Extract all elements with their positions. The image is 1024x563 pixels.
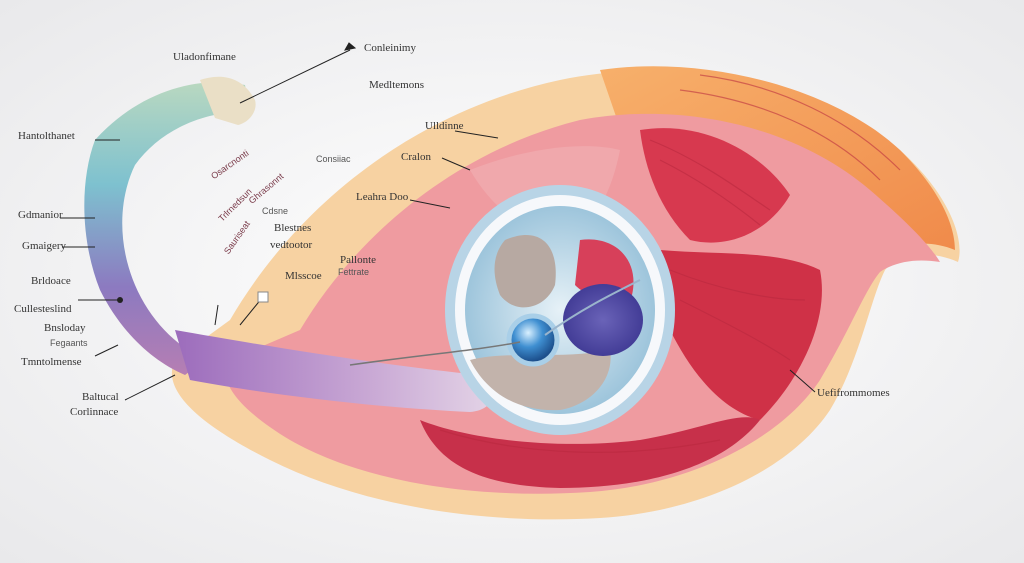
label-small-2: Cdsne: [262, 206, 289, 216]
inner-red-lobe: [575, 239, 634, 299]
label-left-6: Bnsloday: [44, 322, 86, 334]
label-mid-6: Mlsscoe: [285, 270, 322, 282]
leader-lines: [60, 42, 816, 401]
label-mid-2: Cralon: [401, 151, 431, 163]
label-mediations: Medltemons: [369, 79, 424, 91]
label-mid-1: Ulldinne: [425, 120, 464, 132]
blue-node: [506, 313, 560, 367]
fiber-strokes: [439, 74, 901, 453]
label-left-7: Tmntolmense: [21, 356, 82, 368]
label-mid-4b: vedtootor: [270, 239, 313, 251]
inner-lobe-lower: [470, 350, 611, 411]
label-right-1: Uefifrommomes: [817, 387, 890, 399]
band-cap: [200, 76, 256, 125]
label-left-8b: Corlinnace: [70, 406, 119, 418]
label-left-2: Gdmanior: [18, 209, 63, 221]
muscle-fiber-right: [660, 250, 822, 420]
label-small-1: Consiiac: [316, 154, 351, 164]
label-top-center: Uladonfimane: [173, 51, 236, 63]
inner-lobe-left: [494, 235, 556, 308]
label-top-right: Conleinimy: [364, 42, 416, 54]
label-mid-5: Pallonte: [340, 254, 377, 266]
probe-line: [349, 341, 521, 366]
label-left-5: Cullesteslind: [14, 303, 72, 315]
purple-canal: [175, 330, 493, 412]
label-left-6-sub: Fegaants: [50, 338, 88, 348]
muscle-fiber-upper: [640, 128, 790, 243]
label-mid-3: Leahra Doo: [356, 191, 409, 203]
label-left-4: Brldoace: [31, 275, 71, 287]
inner-strand: [544, 279, 641, 336]
label-mid-4a: Blestnes: [274, 222, 312, 234]
violet-chamber: [563, 284, 643, 356]
label-left-8a: Baltucal: [82, 391, 119, 403]
layered-band: [84, 82, 251, 375]
label-mid-5-sub: Fettrate: [338, 267, 370, 277]
label-left-3: Gmaigery: [22, 240, 66, 252]
label-left-top: Hantolthanet: [18, 130, 75, 142]
